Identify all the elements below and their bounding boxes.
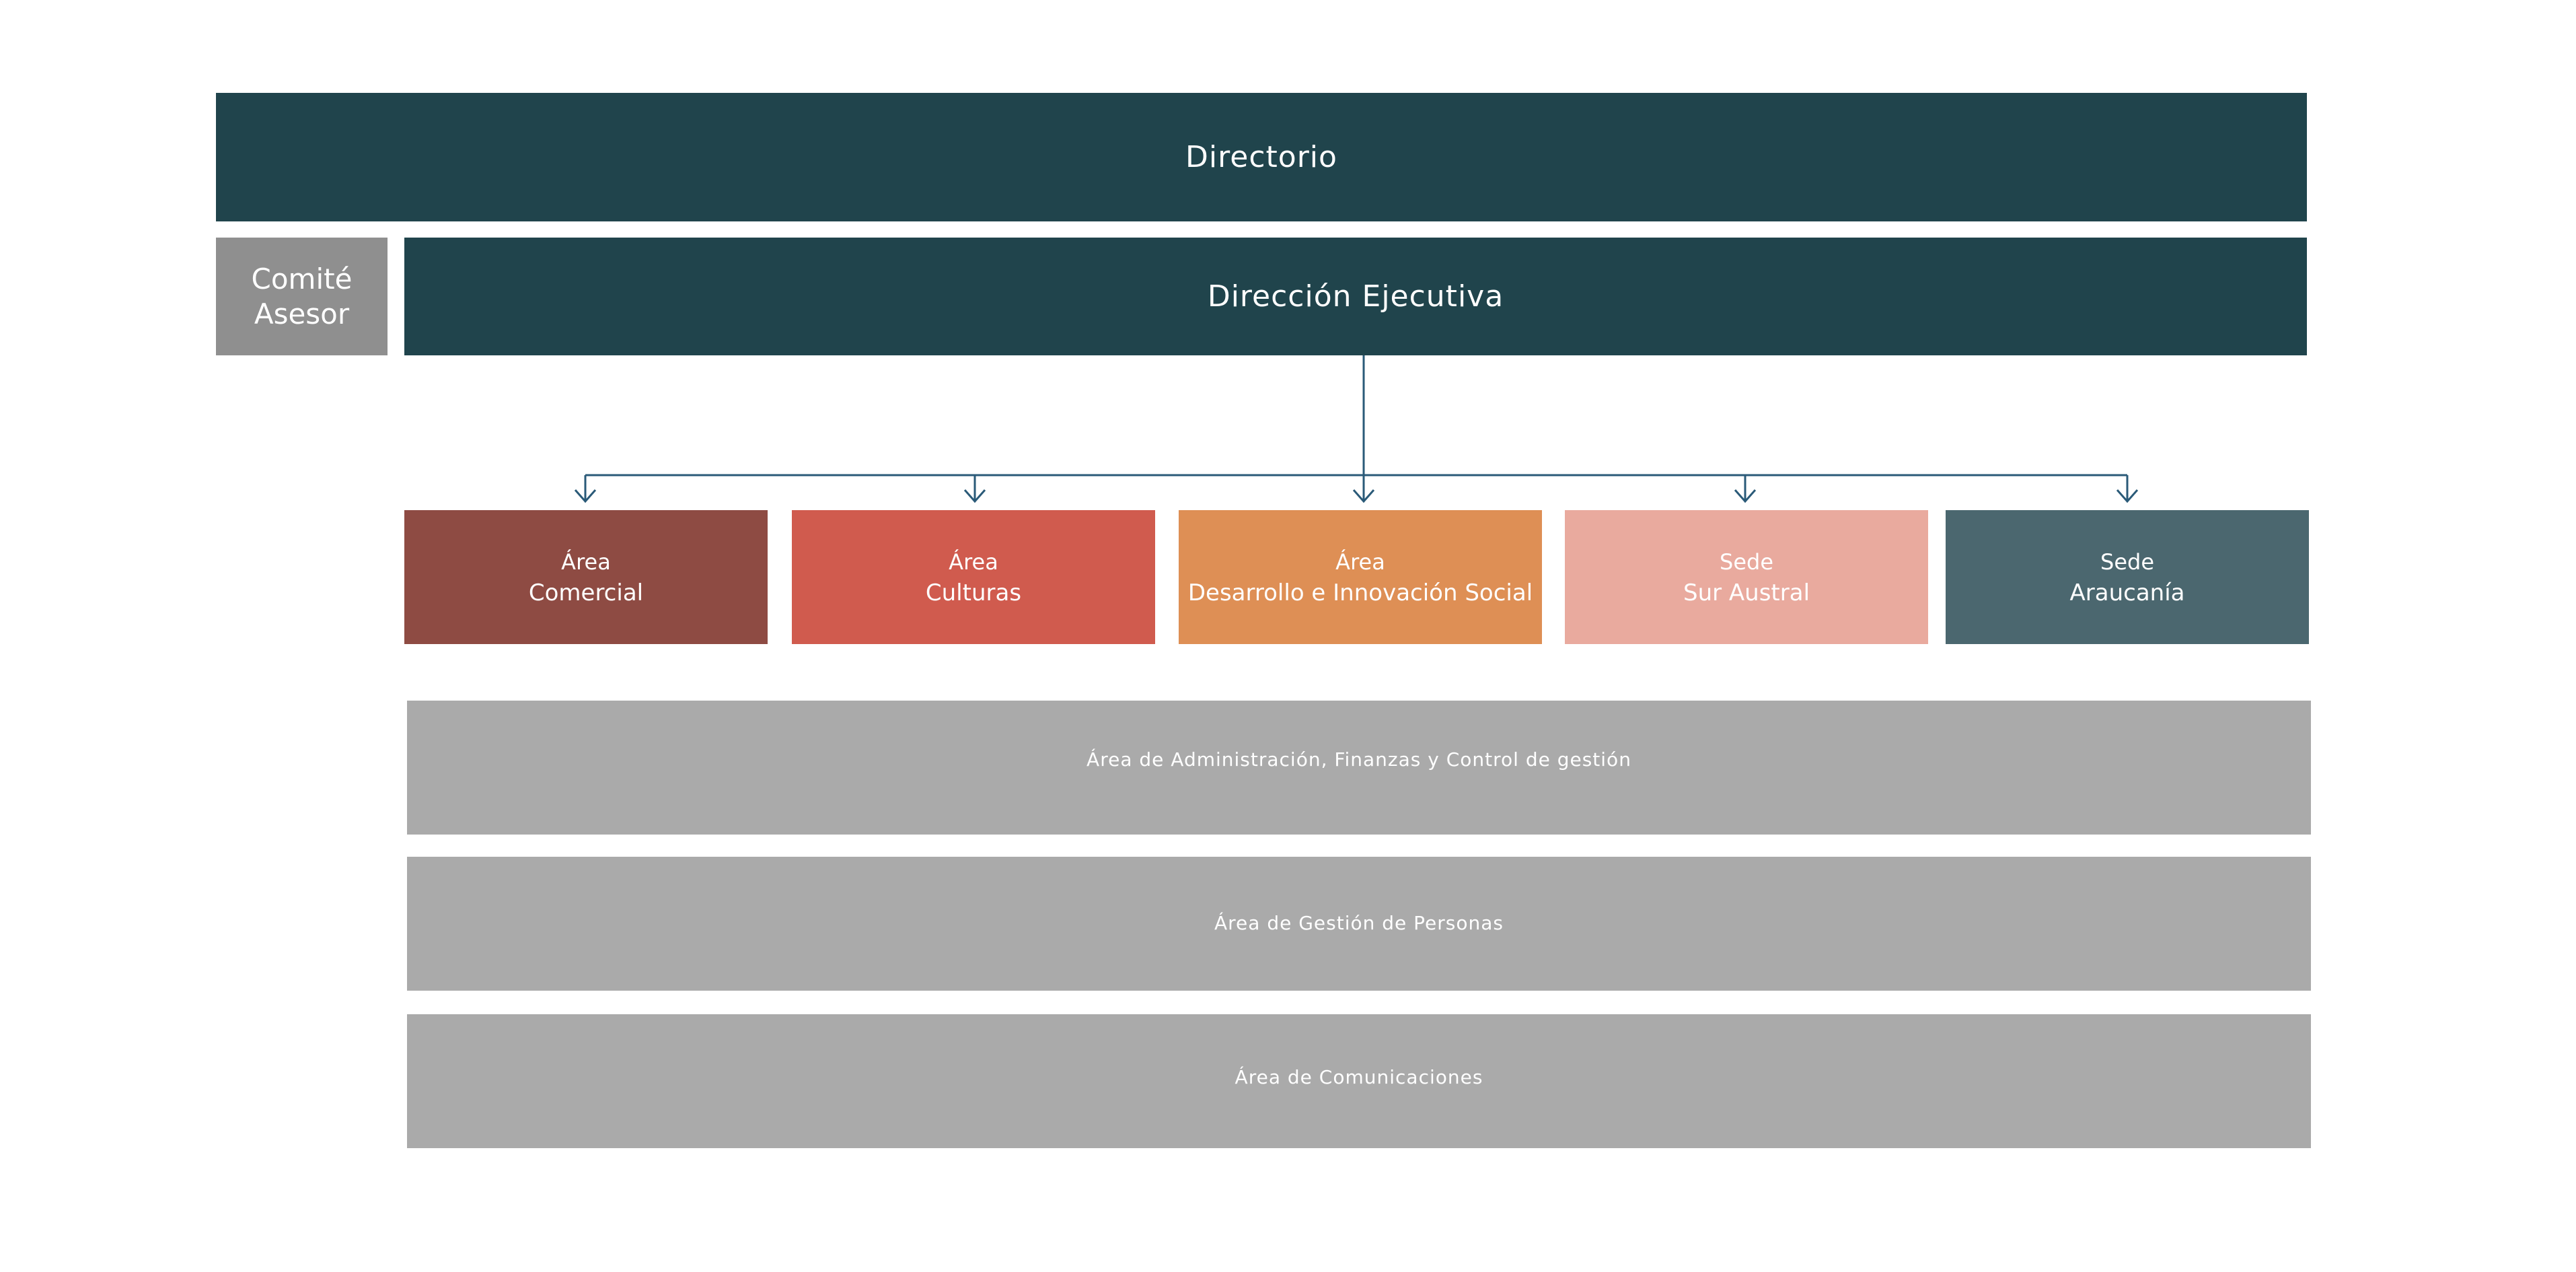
band-administracion-label: Área de Administración, Finanzas y Contr… — [1087, 748, 1631, 771]
band-comunicaciones: Área de Comunicaciones — [407, 1014, 2311, 1148]
sede-araucania-line2: Araucanía — [2069, 579, 2185, 606]
sede-sur-austral-line1: Sede — [1720, 549, 1773, 575]
band-comunicaciones-label: Área de Comunicaciones — [1235, 1066, 1483, 1088]
area-desarrollo-line1: Área — [1335, 549, 1385, 575]
comite-asesor-box: Comité Asesor — [216, 238, 388, 355]
directorio-box: Directorio — [216, 93, 2307, 221]
sede-sur-austral-line2: Sur Austral — [1683, 579, 1810, 606]
arrowhead-sur-austral — [1734, 489, 1757, 503]
area-culturas-line1: Área — [949, 549, 998, 575]
comite-label-line2: Asesor — [254, 297, 350, 330]
direccion-ejecutiva-box: Dirección Ejecutiva — [404, 238, 2307, 355]
arrowhead-araucania — [2116, 489, 2139, 503]
arrowhead-desarrollo — [1352, 489, 1375, 503]
arrowhead-comercial — [574, 489, 597, 503]
area-comercial-line2: Comercial — [528, 579, 644, 606]
band-administracion: Área de Administración, Finanzas y Contr… — [407, 701, 2311, 835]
direccion-ejecutiva-label: Dirección Ejecutiva — [1207, 279, 1504, 314]
area-culturas-box: Área Culturas — [792, 510, 1155, 644]
area-culturas-line2: Culturas — [925, 579, 1022, 606]
sede-araucania-box: Sede Araucanía — [1946, 510, 2309, 644]
sede-araucania-line1: Sede — [2100, 549, 2154, 575]
sede-sur-austral-box: Sede Sur Austral — [1565, 510, 1928, 644]
band-gestion-personas-label: Área de Gestión de Personas — [1214, 912, 1504, 934]
comite-label-line1: Comité — [251, 262, 353, 295]
band-gestion-personas: Área de Gestión de Personas — [407, 857, 2311, 991]
area-desarrollo-box: Área Desarrollo e Innovación Social — [1179, 510, 1542, 644]
directorio-label: Directorio — [1185, 140, 1337, 174]
area-desarrollo-line2: Desarrollo e Innovación Social — [1187, 579, 1533, 606]
arrowhead-culturas — [963, 489, 986, 503]
area-comercial-line1: Área — [561, 549, 611, 575]
area-comercial-box: Área Comercial — [404, 510, 768, 644]
